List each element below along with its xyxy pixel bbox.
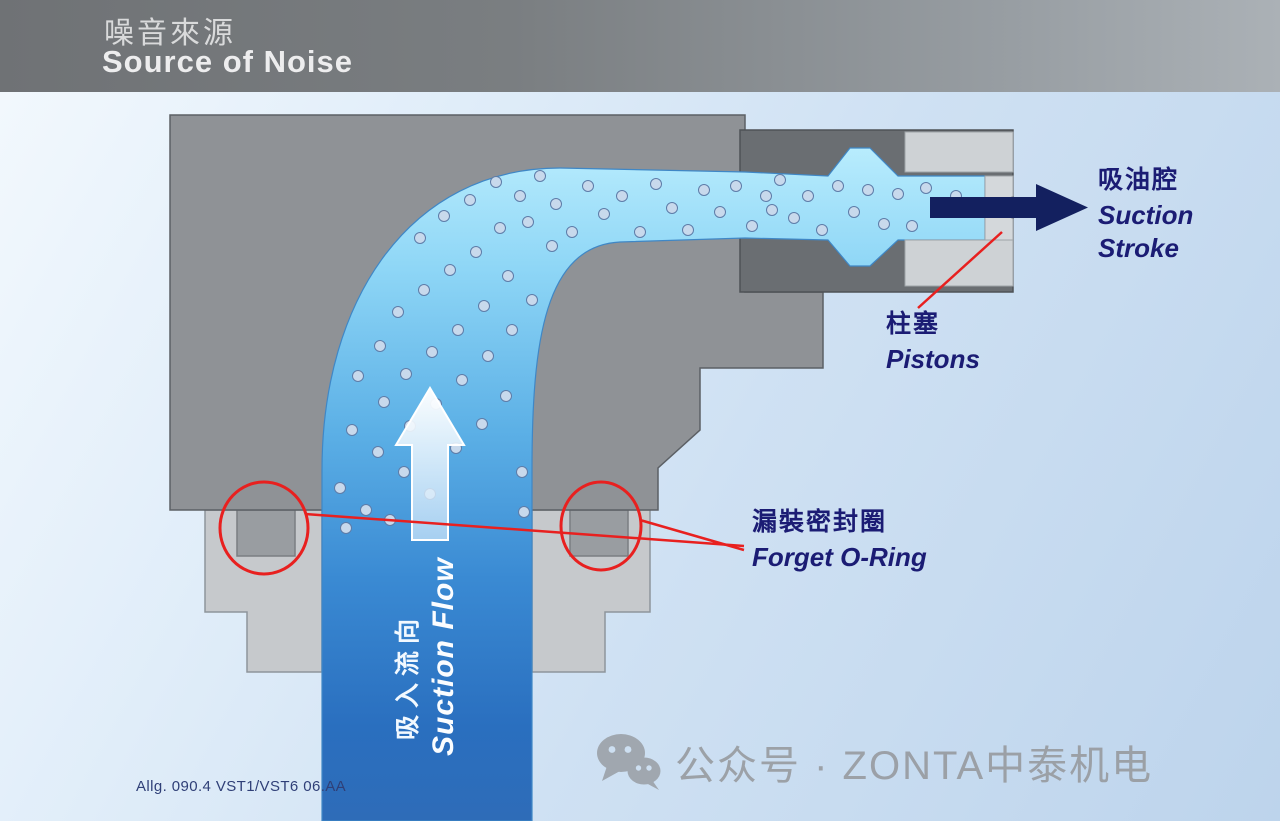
piston-bushing-top <box>904 131 1014 173</box>
highlight-circle-left <box>218 480 310 576</box>
suction-chamber-label-zh: 吸油腔 <box>1098 166 1180 194</box>
wechat-icon <box>597 734 661 790</box>
watermark: 公众号 · ZONTA中泰机电 <box>594 732 1153 792</box>
suction-flow-channel <box>321 147 986 821</box>
oring-groove-right <box>569 509 629 557</box>
header-title-zh: 噪音來源 <box>104 17 236 50</box>
pump-cross-section-diagram <box>169 114 1088 821</box>
leader-line-right-circle <box>639 518 745 552</box>
suction-stroke-label: 吸油腔 Suction Stroke <box>1098 160 1193 265</box>
suction-flow-label-zh: 吸入流向 <box>394 611 422 740</box>
highlight-circle-right <box>559 480 643 572</box>
document-reference: Allg. 090.4 VST1/VST6 06.AA <box>136 778 347 795</box>
pistons-label-en: Pistons <box>886 344 980 374</box>
oring-groove-left <box>236 509 296 557</box>
slide-header: 噪音來源 Source of Noise <box>0 0 1280 92</box>
leader-line-left-circle <box>304 512 745 548</box>
suction-stroke-label-en-line1: Suction <box>1098 200 1194 230</box>
diagram-panel: 吸油腔 Suction Stroke 柱塞 Pistons 漏裝密封圈 Forg… <box>0 92 1280 821</box>
bottom-margin <box>0 821 1280 829</box>
piston-bushing-bottom <box>904 239 1014 287</box>
header-title-en: Source of Noise <box>102 44 353 79</box>
forget-oring-label-zh: 漏裝密封圈 <box>752 508 888 536</box>
pistons-label-zh: 柱塞 <box>886 310 941 338</box>
watermark-text: 公众号 · ZONTA中泰机电 <box>675 744 1154 788</box>
suction-stroke-label-en-line2: Stroke <box>1098 233 1179 264</box>
suction-stroke-arrow <box>930 184 1088 231</box>
suction-flow-label-en: Suction Flow <box>427 557 460 756</box>
forget-oring-label: 漏裝密封圈 Forget O-Ring <box>752 502 927 574</box>
pistons-label: 柱塞 Pistons <box>886 304 980 376</box>
leader-line-piston <box>917 231 1003 309</box>
forget-oring-label-en: Forget O-Ring <box>752 542 927 572</box>
